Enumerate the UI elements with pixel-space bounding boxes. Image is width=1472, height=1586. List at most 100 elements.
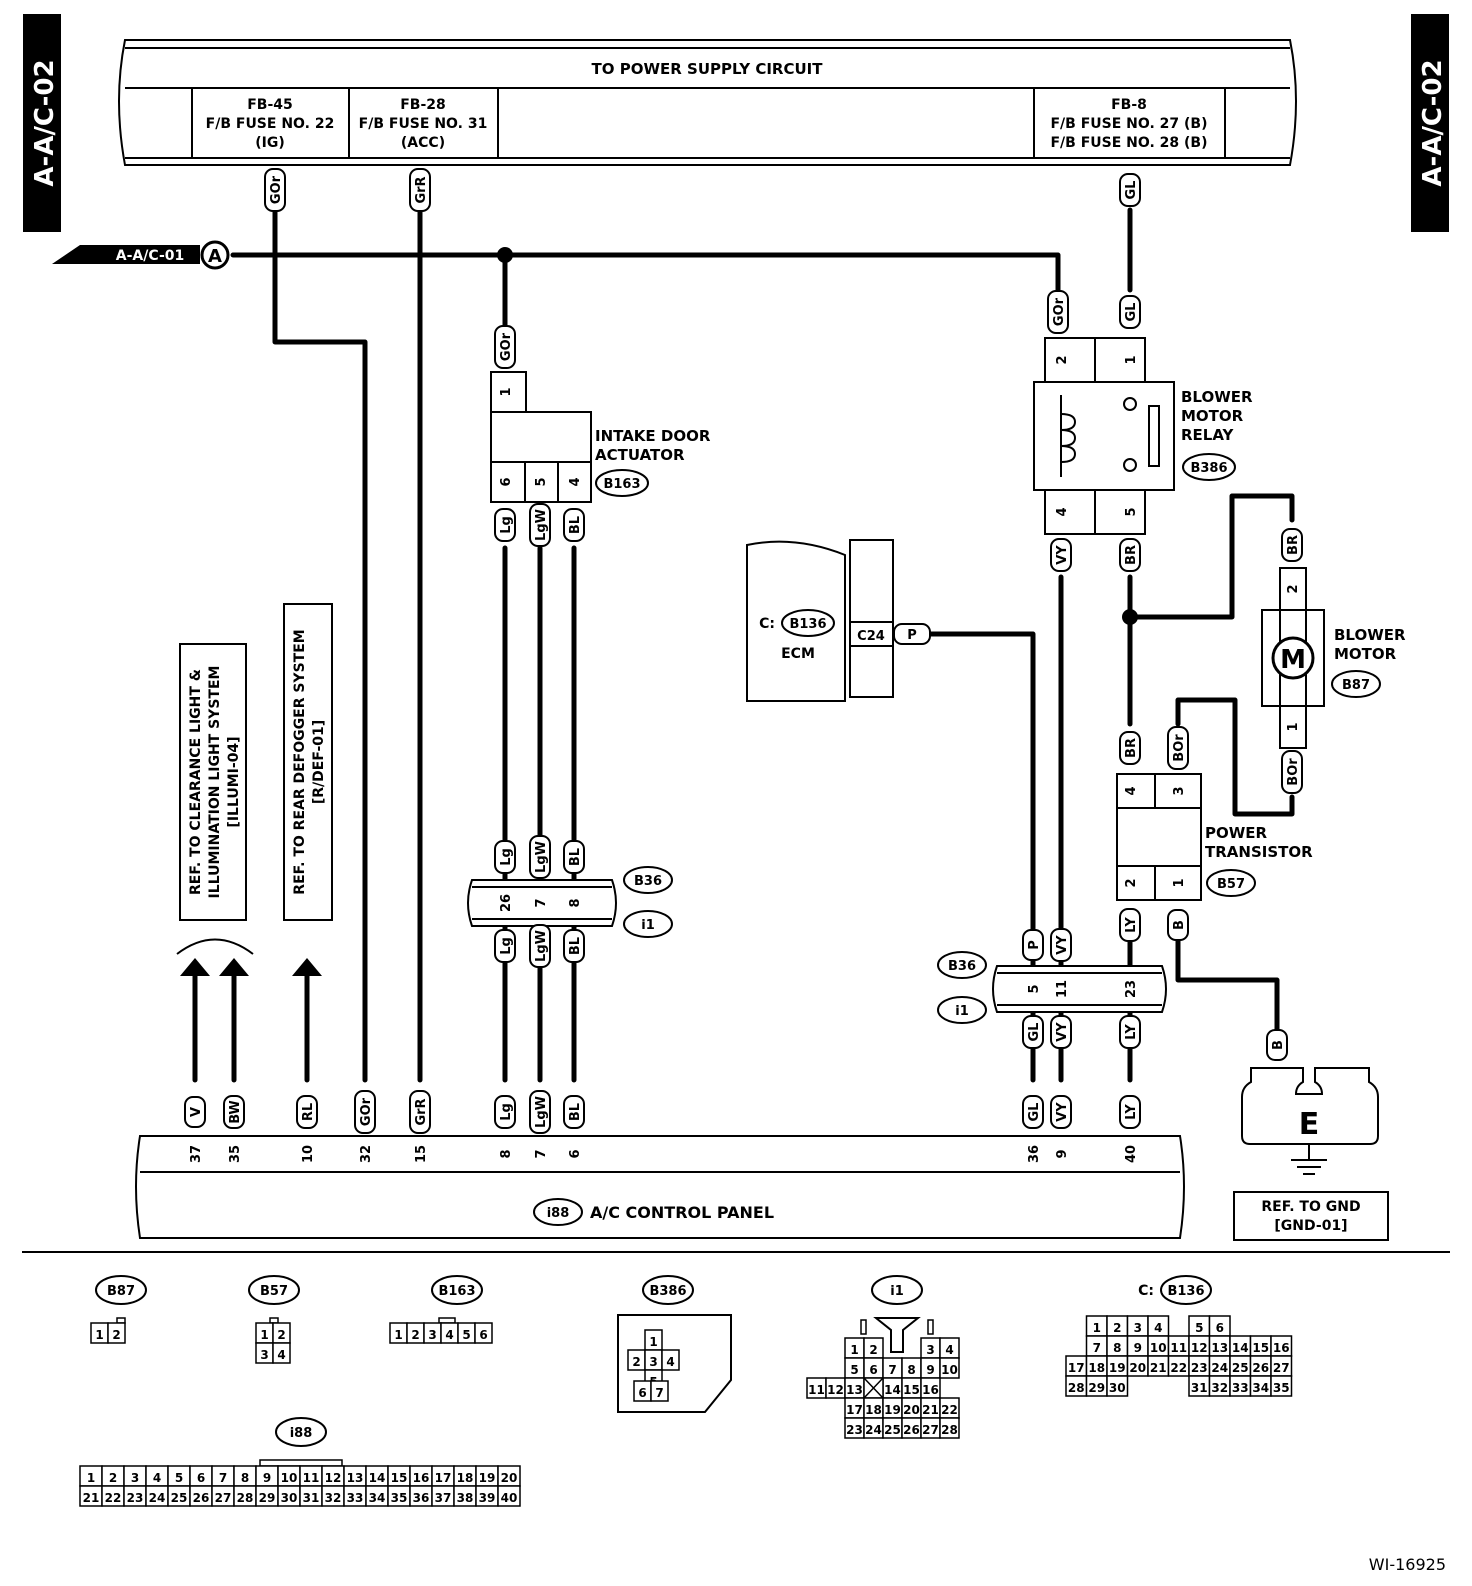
motor-id: B87	[1342, 678, 1370, 693]
wire-tag-box	[563, 1095, 585, 1129]
intake-door-actuator: INTAKE DOOR ACTUATOR B163	[490, 371, 711, 503]
junction-left-b36: B36	[634, 874, 662, 889]
wire-tag-lgw: LgW	[534, 1096, 549, 1128]
conn-b136-id: B136	[1167, 1284, 1204, 1299]
wire-tag-box	[494, 325, 516, 369]
page-ref-left-tab: A-A/C-02	[23, 14, 61, 232]
wire-tag-box	[1119, 1095, 1141, 1129]
conn-i1-pin-8: 8	[907, 1363, 915, 1377]
power-transistor: POWER TRANSISTOR B57	[1116, 773, 1313, 901]
wire-bus-gor	[230, 252, 1061, 293]
conn-i88-pin-27: 27	[215, 1491, 232, 1505]
conn-i1-pin-26: 26	[903, 1423, 920, 1437]
wire-tag-gl: GL	[1027, 1023, 1042, 1042]
conn-i1-cell	[939, 1417, 960, 1439]
ground-symbol: E	[1299, 1107, 1320, 1142]
conn-b386-pin-6: 6	[638, 1386, 646, 1400]
conn-i88-id: i88	[290, 1426, 313, 1441]
wire-tag-ly: LY	[1124, 1024, 1139, 1040]
wire-tag-box	[494, 929, 516, 963]
conn-b136-pin-29: 29	[1088, 1381, 1105, 1395]
b36-left-pin-8: 8	[568, 898, 583, 907]
conn-b386-cell	[661, 1349, 680, 1371]
conn-i1-pin-25: 25	[884, 1423, 901, 1437]
wire-tag-rl: RL	[301, 1103, 316, 1121]
conn-b57-pin-4: 4	[277, 1348, 285, 1362]
wire-tag-lg: Lg	[499, 848, 514, 866]
conn-b136-pin-20: 20	[1129, 1361, 1146, 1375]
wire-tag-vy: VY	[1055, 1102, 1070, 1122]
conn-b136-cell	[1270, 1375, 1293, 1397]
wire-tag-box	[1022, 1095, 1044, 1129]
wire-tag-lgw: LgW	[534, 509, 549, 541]
conn-b136-pin-35: 35	[1273, 1381, 1290, 1395]
ref-clearance-1: REF. TO CLEARANCE LIGHT &	[188, 669, 204, 895]
wire-tag-box	[1119, 173, 1141, 207]
conn-b386-pin-1: 1	[649, 1335, 657, 1349]
conn-b163-pin-1: 1	[394, 1328, 402, 1342]
conn-b136-pin-16: 16	[1273, 1341, 1290, 1355]
ground-e: E REF. TO GND [GND-01]	[1233, 1067, 1389, 1241]
ac-control-panel: i88 A/C CONTROL PANEL	[135, 1135, 1185, 1239]
conn-i88-pin-12: 12	[325, 1471, 342, 1485]
wire-tag-b: B	[1271, 1040, 1286, 1050]
wire-br-motor	[1127, 493, 1295, 620]
ref-defogger-2: [R/DEF-01]	[311, 720, 327, 804]
conn-i1-pin-4: 4	[945, 1343, 953, 1357]
conn-i1-pin-14: 14	[884, 1383, 901, 1397]
conn-b57-pin-3: 3	[260, 1348, 268, 1362]
conn-i88-cell	[497, 1485, 521, 1507]
intake-id: B163	[603, 477, 640, 492]
wire-tag-lgw: LgW	[534, 930, 549, 962]
wire-tag-box	[223, 1095, 245, 1129]
conn-i88-pin-40: 40	[501, 1491, 518, 1505]
conn-b386-cell	[650, 1380, 669, 1402]
conn-i88-pin-6: 6	[197, 1471, 205, 1485]
conn-i88-pin-22: 22	[105, 1491, 122, 1505]
intake-pin-5: 5	[534, 477, 549, 486]
conn-i1-pin-12: 12	[827, 1383, 844, 1397]
conn-i1-pin-10: 10	[941, 1363, 958, 1377]
conn-i88-pin-9: 9	[263, 1471, 271, 1485]
fb8-line2: F/B FUSE NO. 27 (B)	[1050, 116, 1207, 132]
wire-tag-gor: GOr	[269, 175, 284, 204]
transistor-pin-3: 3	[1172, 786, 1187, 795]
ref-defogger-1: REF. TO REAR DEFOGGER SYSTEM	[292, 629, 308, 894]
conn-i88-pin-36: 36	[413, 1491, 430, 1505]
conn-i1-pin-19: 19	[884, 1403, 901, 1417]
conn-i88-pin-25: 25	[171, 1491, 188, 1505]
wire-tag-box	[1119, 1015, 1141, 1049]
wire-tag-box	[1050, 538, 1072, 572]
conn-i88-pin-3: 3	[131, 1471, 139, 1485]
junction-left-i1: i1	[641, 918, 655, 933]
wire-tag-box	[1022, 929, 1044, 961]
page-ref-right-tab: A-A/C-02	[1411, 14, 1449, 232]
b36-right-pin-11: 11	[1055, 980, 1070, 998]
wire-tag-box	[529, 1090, 551, 1134]
ecm-label: ECM	[781, 646, 815, 662]
conn-i1-pin-22: 22	[941, 1403, 958, 1417]
wire-tag-box	[1119, 908, 1141, 942]
wire-tag-box	[1119, 295, 1141, 329]
conn-i1-pin-28: 28	[941, 1423, 958, 1437]
wire-tag-box	[529, 924, 551, 968]
conn-b163-pin-2: 2	[411, 1328, 419, 1342]
intake-pin-6: 6	[499, 477, 514, 486]
wire-tag-bw: BW	[228, 1100, 243, 1124]
conn-b136-pin-17: 17	[1068, 1361, 1085, 1375]
conn-b136-pin-33: 33	[1232, 1381, 1249, 1395]
fb8-line1: FB-8	[1111, 97, 1147, 113]
panel-pin-15: 15	[414, 1145, 429, 1163]
wire-tag-box	[529, 835, 551, 879]
conn-b136-pin-27: 27	[1273, 1361, 1290, 1375]
conn-i1-pin-24: 24	[865, 1423, 882, 1437]
conn-b136-cell	[1106, 1375, 1129, 1397]
conn-i88-pin-1: 1	[87, 1471, 95, 1485]
offpage-circle-label: A	[208, 246, 222, 267]
panel-pin-37: 37	[189, 1145, 204, 1163]
conn-b136-pin-25: 25	[1232, 1361, 1249, 1375]
wire-tag-box	[1281, 528, 1303, 562]
conn-i88-pin-24: 24	[149, 1491, 166, 1505]
page-ref-right: A-A/C-02	[1418, 59, 1448, 186]
